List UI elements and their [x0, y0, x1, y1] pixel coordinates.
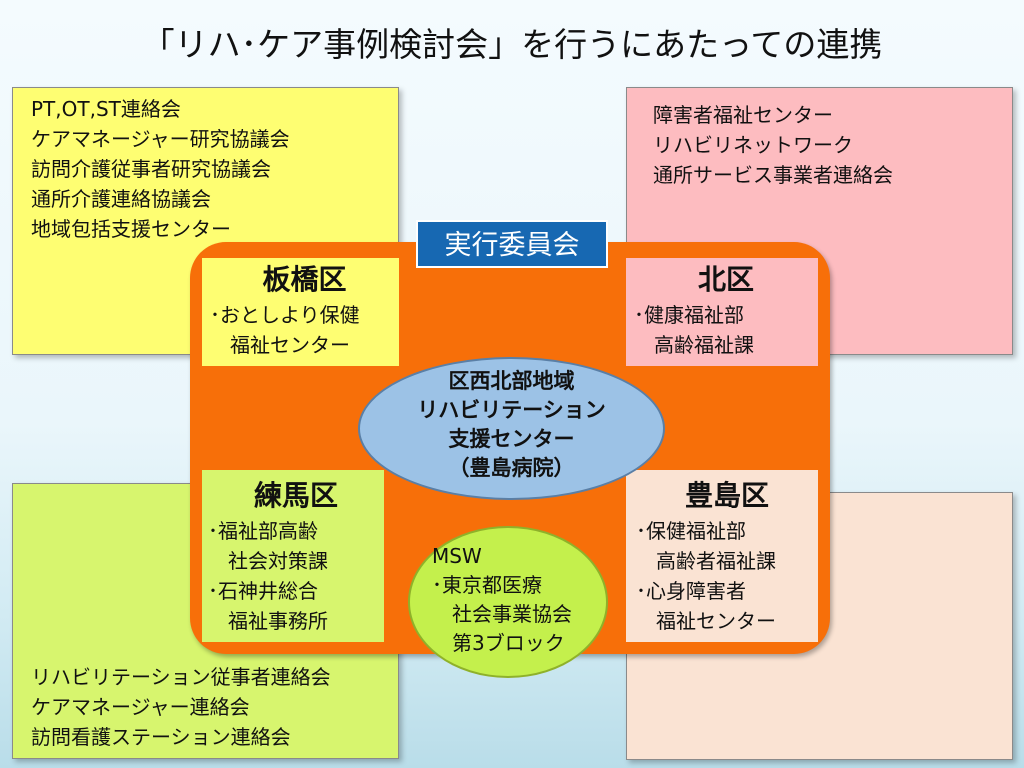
msw-line: 社会事業協会	[432, 602, 572, 626]
ward-line: ･保健福祉部	[636, 519, 746, 543]
ward-line: 福祉センター	[636, 609, 776, 633]
top-left-line: 地域包括支援センター	[31, 217, 231, 241]
ward-box-itabashi: 板橋区 ･おとしより保健 福祉センター	[202, 258, 399, 366]
ward-line: 高齢福祉課	[634, 333, 754, 357]
ward-box-toshima: 豊島区 ･保健福祉部 高齢者福祉課 ･心身障害者 福祉センター	[626, 470, 818, 642]
ward-line: 高齢者福祉課	[636, 549, 776, 573]
ward-line: ･おとしより保健	[210, 303, 360, 327]
ward-box-nerima: 練馬区 ･福祉部高齢 社会対策課 ･石神井総合 福祉事務所	[202, 470, 384, 642]
ward-line: 福祉センター	[210, 333, 350, 357]
page-title: 「リハ･ケア事例検討会」を行うにあたっての連携	[141, 25, 883, 64]
hub-line: 区西北部地域	[448, 369, 575, 393]
msw-line: MSW	[432, 544, 482, 568]
top-right-line: 障害者福祉センター	[653, 103, 833, 127]
hub-line: リハビリテーション	[417, 398, 606, 422]
msw-ellipse: MSW ･東京都医療 社会事業協会 第3ブロック	[408, 526, 608, 678]
msw-line: ･東京都医療	[432, 573, 542, 597]
ward-line: ･心身障害者	[636, 579, 746, 603]
ward-line: ･健康福祉部	[634, 303, 744, 327]
bottom-left-line: 訪問看護ステーション連絡会	[31, 725, 291, 749]
ward-line: ･福祉部高齢	[208, 519, 318, 543]
ward-name: 練馬区	[253, 479, 338, 512]
ward-name: 豊島区	[684, 479, 769, 512]
rehab-support-center-ellipse: 区西北部地域 リハビリテーション 支援センター （豊島病院）	[358, 357, 665, 500]
top-left-line: 通所介護連絡協議会	[31, 187, 211, 211]
ward-box-kita: 北区 ･健康福祉部 高齢福祉課	[626, 258, 818, 366]
top-left-line: 訪問介護従事者研究協議会	[31, 157, 271, 181]
bottom-left-line: ケアマネージャー連絡会	[31, 695, 250, 719]
hub-line: （豊島病院）	[448, 456, 575, 480]
top-right-line: リハビリネットワーク	[653, 133, 853, 157]
top-left-line: PT,OT,ST連絡会	[31, 97, 181, 121]
hub-line: 支援センター	[448, 427, 575, 451]
top-left-line: ケアマネージャー研究協議会	[31, 127, 290, 151]
msw-line: 第3ブロック	[432, 631, 565, 655]
bottom-left-line: リハビリテーション従事者連絡会	[31, 665, 331, 689]
ward-name: 板橋区	[262, 263, 347, 296]
ward-line: 福祉事務所	[208, 609, 328, 633]
top-right-line: 通所サービス事業者連絡会	[653, 163, 893, 187]
ward-name: 北区	[697, 263, 754, 296]
committee-label: 実行委員会	[416, 220, 608, 268]
ward-line: 社会対策課	[208, 549, 328, 573]
ward-line: ･石神井総合	[208, 579, 318, 603]
